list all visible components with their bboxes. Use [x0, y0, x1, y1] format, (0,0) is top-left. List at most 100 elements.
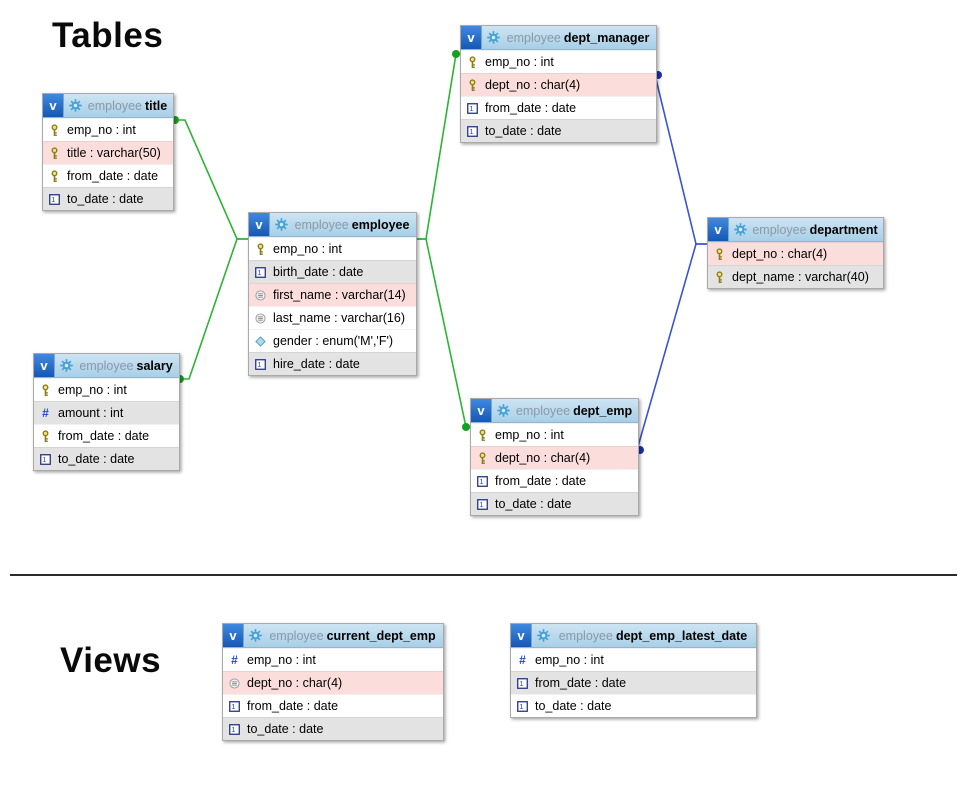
column-label: to_date : date	[495, 497, 572, 511]
date-icon: 1	[476, 497, 489, 511]
column-row-dept_emp_latest_date-from_date[interactable]: 1 from_date : date	[511, 671, 756, 694]
relation-dept_emp-employee[interactable]	[415, 238, 470, 428]
relation-dept_manager-department[interactable]	[654, 74, 707, 245]
date-icon: 1	[228, 722, 241, 736]
column-row-current_dept_emp-dept_no[interactable]: dept_no : char(4)	[223, 671, 443, 694]
column-row-title-from_date[interactable]: from_date : date	[43, 164, 173, 187]
column-row-department-dept_no[interactable]: dept_no : char(4)	[708, 242, 883, 265]
column-label: emp_no : int	[58, 383, 127, 397]
view-badge-icon: v	[461, 26, 482, 49]
view-badge-icon: v	[223, 624, 244, 647]
column-label: from_date : date	[67, 169, 159, 183]
column-row-dept_emp_latest_date-emp_no[interactable]: #emp_no : int	[511, 648, 756, 671]
column-label: to_date : date	[67, 192, 144, 206]
column-row-department-dept_name[interactable]: dept_name : varchar(40)	[708, 265, 883, 288]
view-badge-icon: v	[43, 94, 64, 117]
column-row-title-title[interactable]: title : varchar(50)	[43, 141, 173, 164]
column-row-employee-last_name[interactable]: last_name : varchar(16)	[249, 306, 416, 329]
relation-salary-employee[interactable]	[180, 238, 248, 380]
date-icon: 1	[48, 192, 61, 206]
key-icon	[476, 428, 489, 442]
column-row-current_dept_emp-emp_no[interactable]: #emp_no : int	[223, 648, 443, 671]
column-label: dept_no : char(4)	[732, 247, 828, 261]
date-icon: 1	[228, 699, 241, 713]
column-label: from_date : date	[495, 474, 587, 488]
column-row-dept_manager-dept_no[interactable]: dept_no : char(4)	[461, 73, 656, 96]
schema-name-label: employee	[269, 628, 324, 643]
key-icon	[466, 78, 479, 92]
date-icon: 1	[254, 357, 267, 371]
column-label: from_date : date	[58, 429, 150, 443]
column-row-dept_manager-emp_no[interactable]: emp_no : int	[461, 50, 656, 73]
column-row-employee-first_name[interactable]: first_name : varchar(14)	[249, 283, 416, 306]
column-label: from_date : date	[535, 676, 627, 690]
relation-title-employee[interactable]	[175, 119, 248, 240]
relation-endpoint-dot	[452, 50, 460, 58]
column-label: dept_name : varchar(40)	[732, 270, 869, 284]
column-label: emp_no : int	[247, 653, 316, 667]
column-row-dept_emp-emp_no[interactable]: emp_no : int	[471, 423, 638, 446]
column-label: emp_no : int	[485, 55, 554, 69]
key-icon	[466, 55, 479, 69]
key-icon	[48, 169, 61, 183]
column-row-dept_emp-dept_no[interactable]: dept_no : char(4)	[471, 446, 638, 469]
column-row-dept_emp-to_date[interactable]: 1 to_date : date	[471, 492, 638, 515]
column-row-employee-emp_no[interactable]: emp_no : int	[249, 237, 416, 260]
column-row-salary-amount[interactable]: #amount : int	[34, 401, 179, 424]
column-row-salary-from_date[interactable]: from_date : date	[34, 424, 179, 447]
schema-name-label: employee	[752, 222, 807, 237]
column-row-salary-emp_no[interactable]: emp_no : int	[34, 378, 179, 401]
svg-text:1: 1	[257, 267, 261, 276]
column-row-title-to_date[interactable]: 1 to_date : date	[43, 187, 173, 210]
column-label: dept_no : char(4)	[495, 451, 591, 465]
column-label: to_date : date	[485, 124, 562, 138]
gear-icon	[487, 31, 500, 44]
svg-text:1: 1	[519, 678, 523, 687]
column-row-title-emp_no[interactable]: emp_no : int	[43, 118, 173, 141]
key-icon	[48, 146, 61, 160]
relation-dept_manager-employee[interactable]	[415, 53, 460, 240]
schema-name-label: employee	[294, 217, 349, 232]
schema-name-label: employee	[79, 358, 134, 373]
schema-name-label: employee	[515, 403, 571, 418]
text-icon	[228, 676, 241, 690]
relation-dept_emp-department[interactable]	[636, 243, 707, 451]
svg-text:1: 1	[469, 103, 473, 112]
column-row-employee-gender[interactable]: gender : enum('M','F')	[249, 329, 416, 352]
enum-icon	[254, 334, 267, 348]
column-label: dept_no : char(4)	[485, 78, 581, 92]
date-icon: 1	[516, 699, 529, 713]
key-icon	[476, 451, 489, 465]
tables-section-heading: Tables	[52, 16, 164, 55]
column-label: emp_no : int	[67, 123, 136, 137]
column-label: amount : int	[58, 406, 124, 420]
